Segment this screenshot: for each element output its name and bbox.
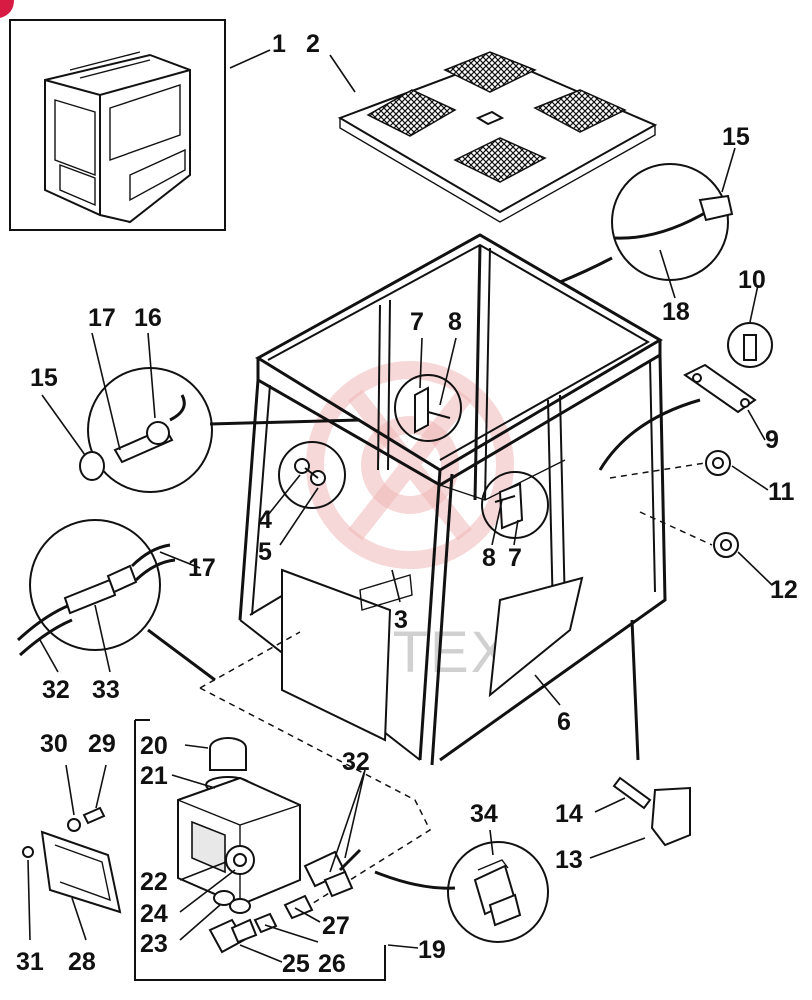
leader-30 (65, 764, 75, 816)
callout-9: 9 (765, 426, 779, 454)
callout-28: 28 (68, 948, 96, 976)
callout-25: 25 (282, 950, 310, 978)
callout-8a: 8 (448, 308, 462, 336)
corner-badge (0, 0, 14, 18)
leader-17b (159, 551, 201, 569)
callout-14: 14 (555, 800, 583, 828)
leader-25 (239, 944, 283, 963)
floor-outline (199, 631, 431, 906)
callout-21: 21 (140, 762, 168, 790)
callout-2: 2 (306, 30, 320, 58)
leader-26 (264, 924, 319, 943)
callout-23: 23 (140, 930, 168, 958)
callout-12: 12 (770, 576, 798, 604)
leader-7b (513, 519, 519, 546)
callout-5: 5 (258, 538, 272, 566)
inset-cab-view (9, 19, 226, 231)
detail-17-32-33 (16, 519, 216, 682)
leader-1 (229, 49, 271, 69)
leader-13 (589, 837, 646, 859)
callout-32a: 32 (42, 676, 70, 704)
detail-15-16-17 (79, 367, 361, 493)
leader-23 (179, 904, 221, 941)
leader-10 (749, 284, 759, 323)
callout-34: 34 (470, 800, 498, 828)
mount-13-14 (612, 619, 691, 847)
leader-9 (747, 409, 766, 441)
leader-15a (41, 394, 86, 456)
leader-27 (294, 907, 321, 923)
leader-5 (279, 487, 319, 546)
leader-19 (387, 944, 419, 949)
leader-32a (39, 639, 59, 673)
callout-24: 24 (140, 900, 168, 928)
leader-4 (267, 474, 301, 516)
callout-18: 18 (662, 298, 690, 326)
bracket-28-group (22, 806, 122, 914)
callout-19: 19 (418, 936, 446, 964)
leader-20 (184, 744, 209, 749)
leader-2 (329, 54, 356, 93)
detail-7-8-upper (394, 374, 462, 442)
bracket-9-10 (598, 322, 773, 471)
leader-7a (419, 337, 423, 389)
callout-26: 26 (318, 950, 346, 978)
callout-3: 3 (394, 606, 408, 634)
callout-11: 11 (768, 478, 795, 506)
callout-33: 33 (92, 676, 120, 704)
leader-8b (491, 499, 503, 546)
callout-30: 30 (40, 730, 68, 758)
callout-15a: 15 (30, 364, 58, 392)
callout-17a: 17 (88, 304, 116, 332)
callout-20: 20 (140, 732, 168, 760)
callout-32b: 32 (342, 748, 370, 776)
callout-4: 4 (258, 506, 272, 534)
washers-11-12 (609, 450, 739, 558)
leader-33 (94, 604, 111, 673)
leader-31 (27, 859, 31, 941)
leader-14 (594, 797, 626, 813)
leader-21 (171, 774, 216, 789)
detail-4-5 (278, 441, 346, 509)
cab-frame (238, 233, 667, 766)
callout-15b: 15 (722, 123, 750, 151)
callout-1: 1 (272, 30, 286, 58)
leader-34 (489, 829, 494, 856)
callout-6: 6 (557, 708, 571, 736)
callout-27: 27 (322, 912, 350, 940)
detail-7-8-lower (481, 471, 549, 539)
callout-13: 13 (555, 846, 583, 874)
callout-10: 10 (738, 266, 766, 294)
leader-28 (71, 897, 87, 941)
leader-32b (329, 769, 366, 873)
leader-8a (439, 337, 457, 406)
leader-6 (534, 674, 561, 706)
leader-29 (95, 764, 107, 809)
detail-15-18 (559, 163, 734, 284)
leader-12 (737, 551, 773, 586)
leader-3 (391, 569, 401, 603)
leader-16 (147, 332, 156, 419)
leader-17a (91, 332, 121, 451)
leader-18 (659, 249, 676, 299)
callout-31: 31 (16, 948, 44, 976)
pump-detail-34 (447, 841, 549, 943)
roof-panel (337, 51, 658, 223)
washer-tank-group (134, 719, 456, 981)
callout-29: 29 (88, 730, 116, 758)
callout-22: 22 (140, 868, 168, 896)
callout-17b: 17 (188, 554, 216, 582)
callout-7a: 7 (410, 308, 424, 336)
leader-11 (731, 465, 769, 491)
leader-15b (721, 147, 736, 193)
callout-16: 16 (134, 304, 162, 332)
callout-8b: 8 (482, 544, 496, 572)
leader-24 (179, 869, 236, 913)
leader-22 (179, 861, 227, 881)
callout-7b: 7 (508, 544, 522, 572)
